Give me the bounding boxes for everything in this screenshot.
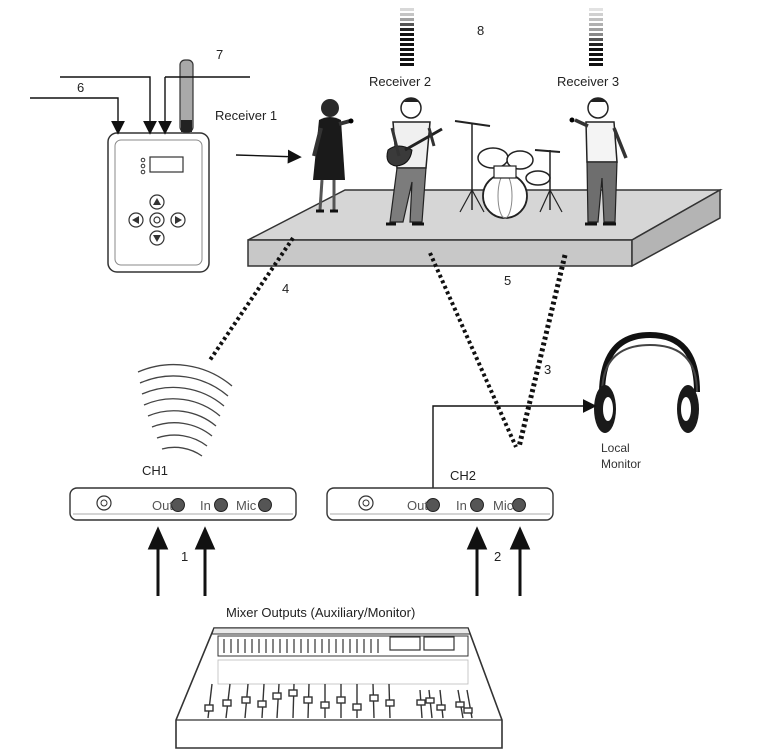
- ch1-out-jack[interactable]: [171, 498, 185, 512]
- ch1-out-label: Out: [152, 498, 173, 513]
- stage-platform: [247, 188, 723, 268]
- receiver-2-label: Receiver 2: [369, 74, 431, 89]
- ch2-out-label: Out: [407, 498, 428, 513]
- callout-4: 4: [282, 281, 289, 296]
- receiver-bodypack: [107, 59, 210, 273]
- callout-7: 7: [216, 47, 223, 62]
- singer-male-figure: [569, 97, 628, 226]
- signal-meter-receiver-2: [400, 8, 414, 66]
- ch2-mic-label: Mic: [493, 498, 514, 513]
- ch2-in-label: In: [456, 498, 467, 513]
- ch2-out-jack[interactable]: [426, 498, 440, 512]
- ch1-in-jack[interactable]: [214, 498, 228, 512]
- ch1-unit[interactable]: [69, 487, 297, 521]
- callout-5: 5: [504, 273, 511, 288]
- mixer-output-arrows: [147, 526, 531, 596]
- signal-meter-receiver-3: [589, 8, 603, 66]
- callout-3: 3: [544, 362, 551, 377]
- receiver-1-label: Receiver 1: [215, 108, 277, 123]
- headphones-icon: [594, 331, 700, 433]
- callout-1: 1: [181, 549, 188, 564]
- callout-6: 6: [77, 80, 84, 95]
- receiver-3-label: Receiver 3: [557, 74, 619, 89]
- ch1-mic-jack[interactable]: [258, 498, 272, 512]
- callout-2: 2: [494, 549, 501, 564]
- ch2-mic-jack[interactable]: [512, 498, 526, 512]
- mixing-console: [175, 627, 503, 749]
- mixer-outputs-label: Mixer Outputs (Auxiliary/Monitor): [226, 605, 415, 620]
- singer-female-figure: [312, 99, 354, 213]
- ch2-title: CH2: [450, 468, 476, 483]
- pointer-lines: [30, 76, 302, 164]
- guitarist-figure: [386, 97, 443, 226]
- broadcast-wave-icon: [137, 363, 233, 457]
- local-monitor-label-line2: Monitor: [601, 457, 641, 471]
- ch2-unit[interactable]: [326, 487, 554, 521]
- ch1-mic-label: Mic: [236, 498, 257, 513]
- wireless-signal-paths: [208, 236, 568, 448]
- ch1-in-label: In: [200, 498, 211, 513]
- callout-8: 8: [477, 23, 484, 38]
- monitor-cable: [432, 399, 597, 498]
- local-monitor-label-line1: Local: [601, 441, 630, 455]
- drum-kit: [454, 120, 563, 219]
- ch1-title: CH1: [142, 463, 168, 478]
- ch2-in-jack[interactable]: [470, 498, 484, 512]
